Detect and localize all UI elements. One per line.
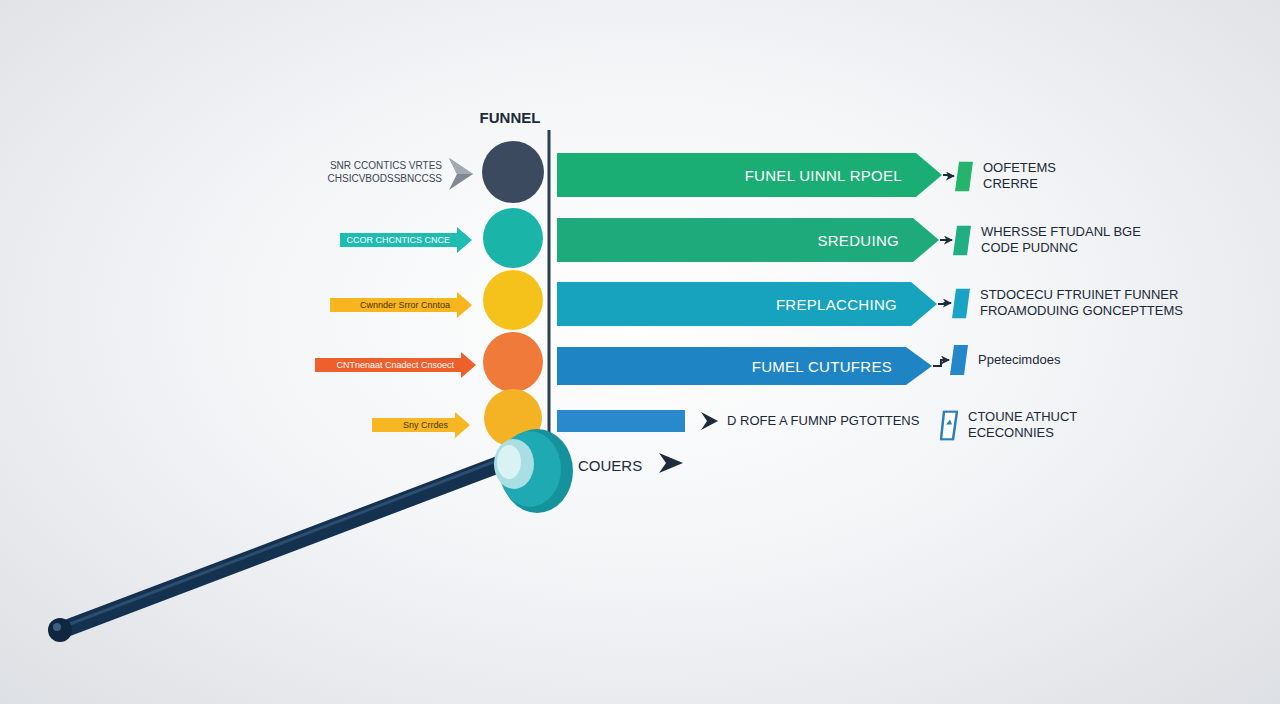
- input-arrow: [330, 292, 472, 318]
- bar-shape: [557, 282, 937, 326]
- outcome-label: OOFETEMS CRERRE: [983, 160, 1073, 191]
- arrow-symbol: [701, 412, 718, 430]
- stage-bar: FUMEL CUTUFRES: [557, 347, 932, 385]
- stage-label: FREPLACCHING: [776, 296, 897, 313]
- bar-shape: [557, 153, 942, 197]
- flag-icon: [952, 288, 970, 318]
- stage-circle: [483, 332, 543, 392]
- flag-icon: [955, 161, 973, 191]
- outcome-item: CTOUNE ATHUCT ECECONNIES: [940, 409, 1108, 440]
- axis-line: [548, 130, 551, 445]
- stick-shaft: [62, 464, 500, 630]
- stage-note: D ROFE A FUMNP PGTOTTENS: [727, 413, 919, 429]
- input-arrow: [372, 412, 470, 438]
- arrow-symbol: [659, 453, 683, 473]
- connector-arrow: [933, 360, 949, 366]
- title-text: FUNNEL: [480, 109, 541, 126]
- stage-label: SREDUING: [817, 232, 899, 249]
- outcome-item: STDOCECU FTRUINET FUNNER FROAMODUING GON…: [952, 287, 1215, 318]
- outcome-item: OOFETEMS CRERRE: [955, 160, 1073, 191]
- outcome-item: Ppetecimdoes: [950, 345, 1060, 375]
- flag-icon: [950, 345, 968, 375]
- connector-arrow: [943, 175, 954, 176]
- stick-head: [497, 445, 521, 479]
- outcome-label: Ppetecimdoes: [978, 352, 1060, 368]
- input-arrow: [315, 352, 476, 378]
- stage-label: FUMEL CUTUFRES: [752, 358, 892, 375]
- input-arrow: [340, 227, 472, 253]
- flag-icon: [941, 411, 957, 439]
- arrow-label: Cwnnder Srror Cnntoa: [360, 299, 450, 312]
- stick-head: [494, 439, 534, 489]
- connector-arrow: [940, 239, 952, 241]
- flag-icon: [940, 410, 958, 440]
- stage-bar: FREPLACCHING: [557, 282, 937, 326]
- outcome-label: CTOUNE ATHUCT ECECONNIES: [968, 409, 1108, 440]
- stick-knob: [48, 618, 72, 642]
- flag-icon: [953, 225, 971, 255]
- arrow-label: Sny Crrdes: [403, 419, 448, 432]
- stage-circle: [483, 208, 543, 268]
- pointer-label: COUERS: [578, 457, 642, 476]
- arrow-symbol: [449, 158, 473, 190]
- connector-arrow: [938, 303, 951, 304]
- stage-circle: [483, 270, 543, 330]
- bar-shape: [557, 347, 932, 385]
- stick-highlight: [70, 461, 496, 624]
- stage-circle: [482, 141, 544, 203]
- bar-shape: [557, 218, 939, 262]
- outcome-label: WHERSSE FTUDANL BGE CODE PUDNNC: [981, 224, 1151, 255]
- flag-icon: [946, 419, 952, 424]
- arrow-label: CNTnenaat Cnadect Cnsoect: [336, 359, 454, 372]
- stage-bar: SREDUING: [557, 218, 939, 262]
- flag-icon: [953, 225, 971, 255]
- flag-icon: [950, 345, 968, 375]
- pointer-stick: [48, 429, 573, 642]
- arrow-label: CCOR CHCNTICS CNCE: [347, 234, 451, 247]
- outcome-label: STDOCECU FTRUINET FUNNER FROAMODUING GON…: [980, 287, 1215, 318]
- stage-bar: [557, 410, 685, 432]
- stage-bar: FUNEL UINNL RPOEL: [557, 153, 942, 197]
- outcome-item: WHERSSE FTUDANL BGE CODE PUDNNC: [953, 224, 1151, 255]
- stage-label: FUNEL UINNL RPOEL: [745, 167, 902, 184]
- side-note: SNR CCONTICS VRTES CHSICVBODSSBNCCSS: [307, 160, 442, 185]
- stick-knob: [53, 623, 61, 631]
- flag-icon: [952, 288, 970, 318]
- arrow-symbol: [449, 158, 473, 174]
- flag-icon: [955, 161, 973, 191]
